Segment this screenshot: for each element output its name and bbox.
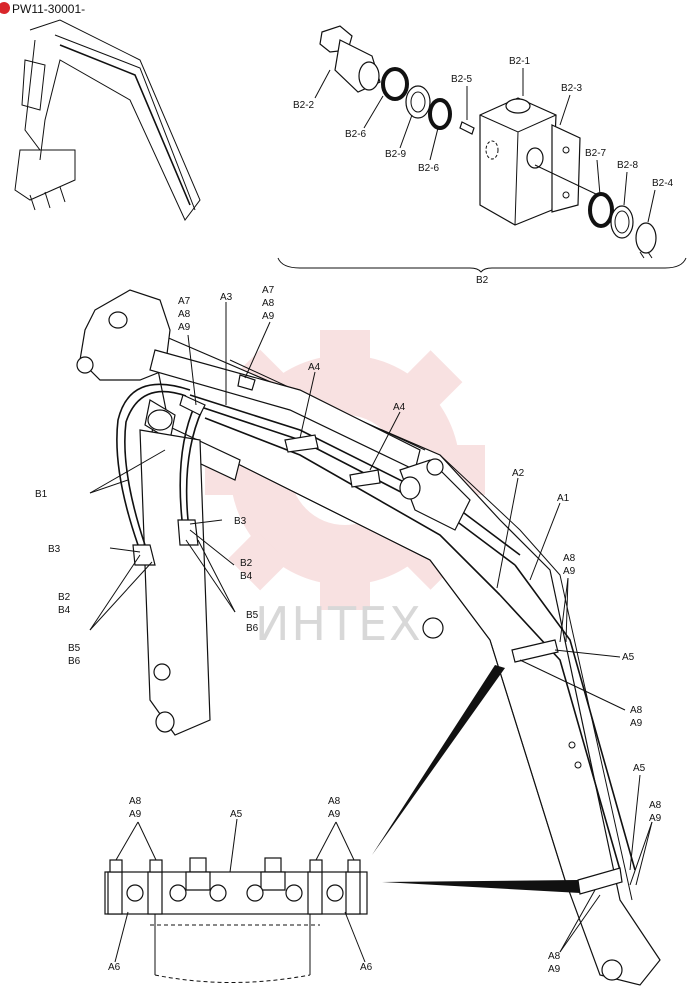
callout-a7: A7 <box>178 296 191 307</box>
callout-b2-4: B2-4 <box>652 178 674 189</box>
callout-a4: A4 <box>393 402 406 413</box>
callout-b3: B3 <box>48 544 61 555</box>
b2-exploded-view <box>277 25 687 273</box>
serial-number: PW11-30001- <box>12 2 85 16</box>
callout-b2-9: B2-9 <box>385 149 407 160</box>
callout-a8: A8 <box>328 796 341 807</box>
callout-a3: A3 <box>220 292 233 303</box>
callout-a1: A1 <box>557 493 570 504</box>
callout-a9: A9 <box>129 809 142 820</box>
callout-b4: B4 <box>58 605 71 616</box>
callout-b2-6: B2-6 <box>418 163 440 174</box>
callout-b4: B4 <box>240 571 253 582</box>
callout-a9: A9 <box>178 322 191 333</box>
callout-b2-7: B2-7 <box>585 148 607 159</box>
callout-a8: A8 <box>262 298 275 309</box>
callout-a5: A5 <box>633 763 646 774</box>
callout-b2-2: B2-2 <box>293 100 315 111</box>
callout-b3: B3 <box>234 516 247 527</box>
callout-b5: B5 <box>246 610 259 621</box>
callout-b2: B2 <box>240 558 253 569</box>
callout-a9: A9 <box>548 964 561 975</box>
callout-b6: B6 <box>68 656 81 667</box>
callout-a5: A5 <box>230 809 243 820</box>
callout-a9: A9 <box>262 311 275 322</box>
callout-b2-3: B2-3 <box>561 83 583 94</box>
serial-badge-icon <box>0 2 10 14</box>
callout-a8: A8 <box>548 951 561 962</box>
a5-clamp-detail <box>104 818 368 983</box>
callout-a9: A9 <box>328 809 341 820</box>
callout-b1: B1 <box>35 489 48 500</box>
callout-a8: A8 <box>630 705 643 716</box>
callout-a9: A9 <box>630 718 643 729</box>
callout-a4: A4 <box>308 362 321 373</box>
callout-a8: A8 <box>563 553 576 564</box>
callout-a8: A8 <box>129 796 142 807</box>
callout-a8: A8 <box>649 800 662 811</box>
callout-a6: A6 <box>108 962 121 973</box>
callout-b5: B5 <box>68 643 81 654</box>
callout-a9: A9 <box>649 813 662 824</box>
callout-a6: A6 <box>360 962 373 973</box>
callout-a5: A5 <box>622 652 635 663</box>
callout-a7: A7 <box>262 285 275 296</box>
callout-b2: B2 <box>58 592 71 603</box>
callout-a2: A2 <box>512 468 525 479</box>
callout-b6: B6 <box>246 623 259 634</box>
excavator-thumbnail <box>14 19 201 221</box>
callout-b2-group: B2 <box>476 275 489 286</box>
watermark-text: ИНТЕХ <box>255 597 423 651</box>
boom-drawing <box>76 289 661 986</box>
callout-a8: A8 <box>178 309 191 320</box>
callout-b2-5: B2-5 <box>451 74 473 85</box>
callout-a9: A9 <box>563 566 576 577</box>
callout-b2-1: B2-1 <box>509 56 531 67</box>
callout-b2-6: B2-6 <box>345 129 367 140</box>
callout-b2-8: B2-8 <box>617 160 639 171</box>
